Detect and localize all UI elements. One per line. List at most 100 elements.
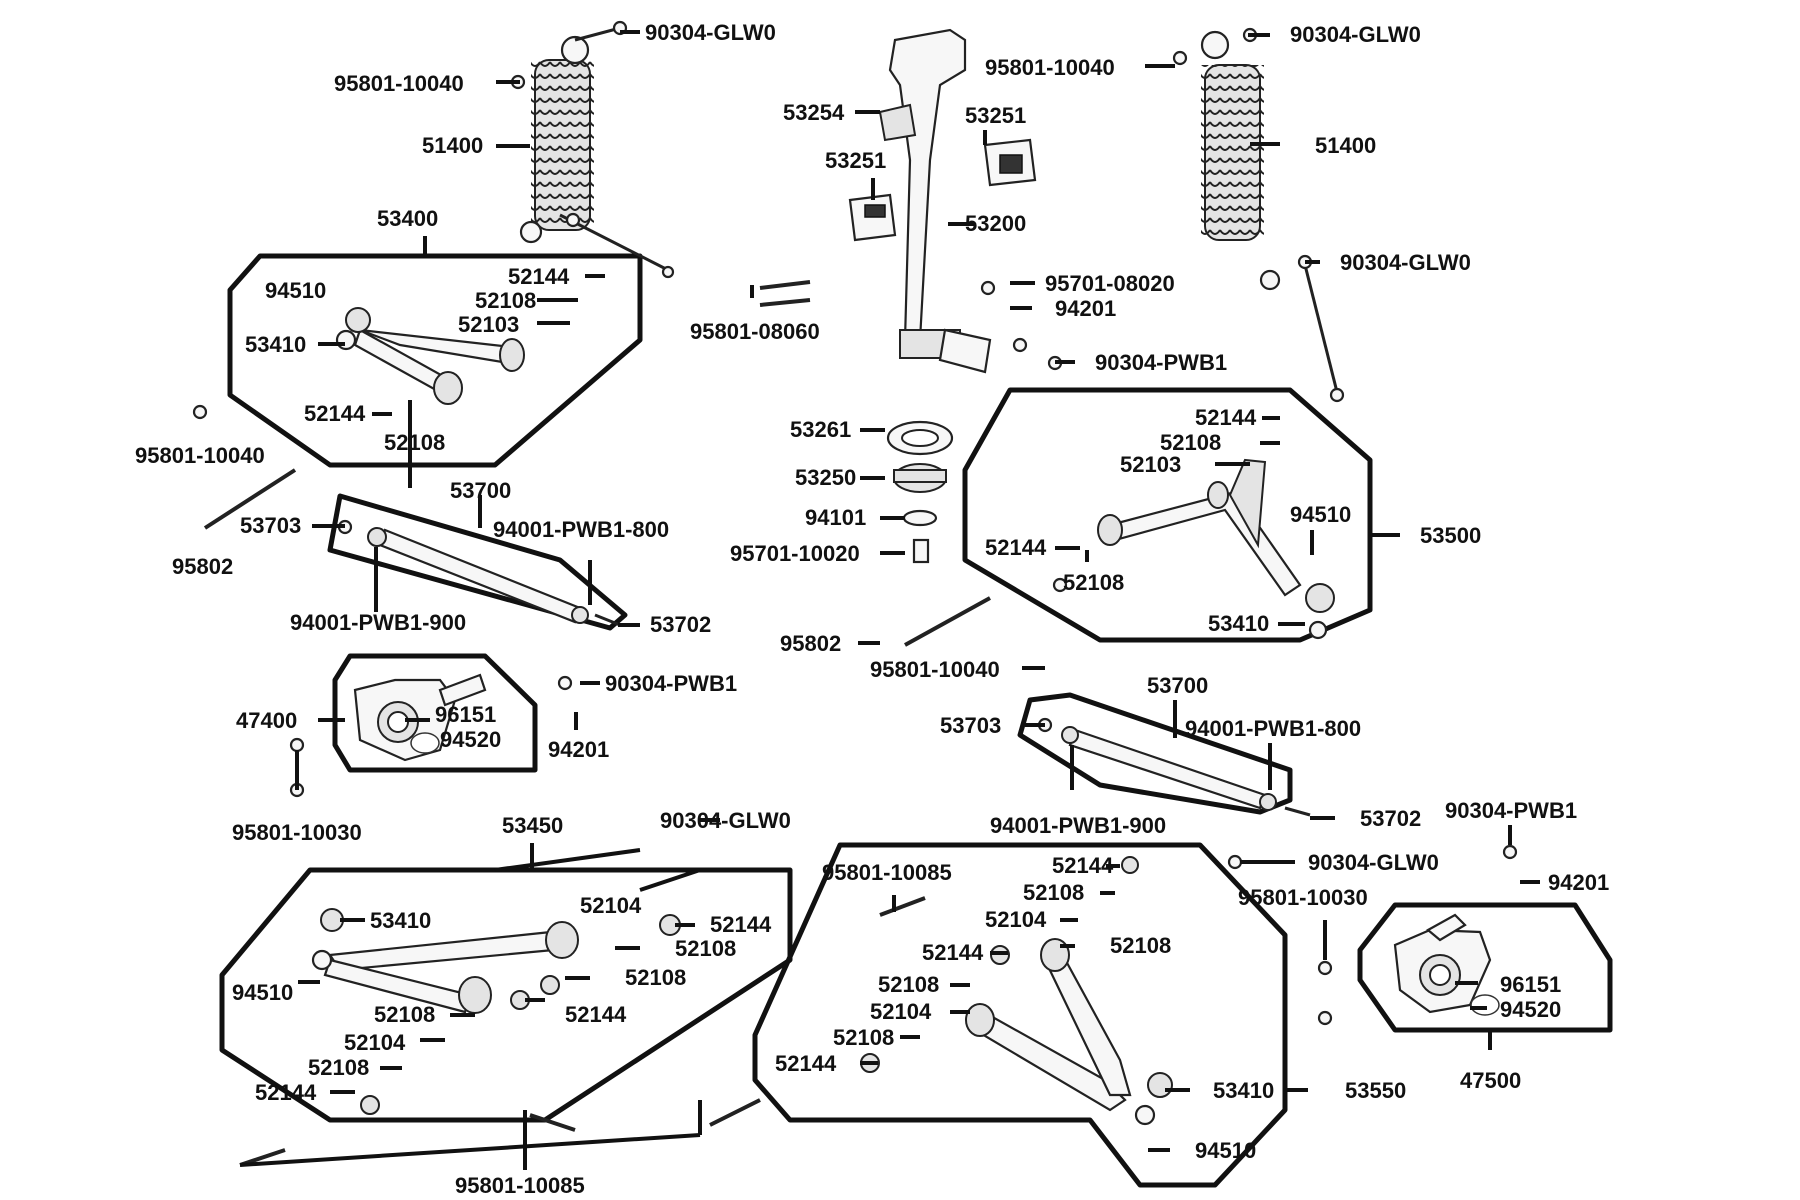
- label-90304-glw0: 90304-GLW0: [1340, 250, 1471, 275]
- label-52104: 52104: [580, 893, 642, 918]
- label-94001-pwb1-800: 94001-PWB1-800: [493, 517, 669, 542]
- label-94520: 94520: [440, 727, 501, 752]
- label-95802: 95802: [780, 631, 841, 656]
- label-53450: 53450: [502, 813, 563, 838]
- label-52108: 52108: [833, 1025, 894, 1050]
- label-52144: 52144: [565, 1002, 627, 1027]
- label-53254: 53254: [783, 100, 845, 125]
- group-outline-53450: [219, 867, 793, 1123]
- label-94510: 94510: [265, 278, 326, 303]
- part-labels: 90304-GLW0 95801-10040 51400 53400 94510…: [135, 20, 1609, 1198]
- label-95801-10085: 95801-10085: [455, 1173, 585, 1198]
- group-outline-53400: [227, 253, 643, 468]
- label-53410: 53410: [370, 908, 431, 933]
- label-53410: 53410: [1213, 1078, 1274, 1103]
- label-52108: 52108: [878, 972, 939, 997]
- label-90304-pwb1: 90304-PWB1: [1095, 350, 1227, 375]
- label-90304-glw0: 90304-GLW0: [660, 808, 791, 833]
- label-51400: 51400: [1315, 133, 1376, 158]
- label-52108: 52108: [1023, 880, 1084, 905]
- label-53410: 53410: [1208, 611, 1269, 636]
- label-52108: 52108: [384, 430, 445, 455]
- label-52108: 52108: [1110, 933, 1171, 958]
- label-90304-glw0: 90304-GLW0: [1290, 22, 1421, 47]
- label-90304-glw0: 90304-GLW0: [645, 20, 776, 45]
- label-47500: 47500: [1460, 1068, 1521, 1093]
- label-53500: 53500: [1420, 523, 1481, 548]
- label-53261: 53261: [790, 417, 851, 442]
- label-52144: 52144: [304, 401, 366, 426]
- label-52108: 52108: [1063, 570, 1124, 595]
- label-95801-10040: 95801-10040: [334, 71, 464, 96]
- label-52144: 52144: [1052, 853, 1114, 878]
- label-95801-10085: 95801-10085: [822, 860, 952, 885]
- label-95701-08020: 95701-08020: [1045, 271, 1175, 296]
- label-52108: 52108: [675, 936, 736, 961]
- label-96151: 96151: [435, 702, 496, 727]
- label-52103: 52103: [458, 312, 519, 337]
- label-94001-pwb1-900: 94001-PWB1-900: [290, 610, 466, 635]
- label-94201: 94201: [1548, 870, 1609, 895]
- label-52144: 52144: [508, 264, 570, 289]
- label-95801-10030: 95801-10030: [1238, 885, 1368, 910]
- label-53410: 53410: [245, 332, 306, 357]
- label-95802: 95802: [172, 554, 233, 579]
- label-52144: 52144: [255, 1080, 317, 1105]
- label-53400: 53400: [377, 206, 438, 231]
- label-90304-pwb1: 90304-PWB1: [1445, 798, 1577, 823]
- a-arm-upper-right: [1097, 458, 1335, 640]
- label-52108: 52108: [625, 965, 686, 990]
- label-94001-pwb1-800: 94001-PWB1-800: [1185, 716, 1361, 741]
- shock-absorber-left: [519, 20, 675, 279]
- label-52144: 52144: [922, 940, 984, 965]
- label-95801-10040: 95801-10040: [135, 443, 265, 468]
- label-95801-10040: 95801-10040: [870, 657, 1000, 682]
- label-53703: 53703: [940, 713, 1001, 738]
- label-52103: 52103: [1120, 452, 1181, 477]
- group-outline-53550: [752, 842, 1288, 1188]
- label-94101: 94101: [805, 505, 866, 530]
- label-94001-pwb1-900: 94001-PWB1-900: [990, 813, 1166, 838]
- label-52144: 52144: [985, 535, 1047, 560]
- group-outline-53500: [962, 387, 1373, 643]
- label-52104: 52104: [985, 907, 1047, 932]
- label-53700: 53700: [450, 478, 511, 503]
- label-53251: 53251: [825, 148, 886, 173]
- label-96151: 96151: [1500, 972, 1561, 997]
- label-52104: 52104: [870, 999, 932, 1024]
- label-52104: 52104: [344, 1030, 406, 1055]
- label-47400: 47400: [236, 708, 297, 733]
- label-52108: 52108: [475, 288, 536, 313]
- group-outline-47400: [332, 653, 538, 773]
- label-53702: 53702: [650, 612, 711, 637]
- label-51400: 51400: [422, 133, 483, 158]
- label-90304-glw0: 90304-GLW0: [1308, 850, 1439, 875]
- label-53550: 53550: [1345, 1078, 1406, 1103]
- label-52108: 52108: [374, 1002, 435, 1027]
- label-52108: 52108: [308, 1055, 369, 1080]
- label-52144: 52144: [775, 1051, 837, 1076]
- steering-bearing-parts: [886, 420, 954, 564]
- label-53700: 53700: [1147, 673, 1208, 698]
- label-95701-10020: 95701-10020: [730, 541, 860, 566]
- label-94520: 94520: [1500, 997, 1561, 1022]
- tie-rod-right: [1037, 717, 1311, 817]
- label-95801-08060: 95801-08060: [690, 319, 820, 344]
- label-53251: 53251: [965, 103, 1026, 128]
- label-52144: 52144: [1195, 405, 1257, 430]
- shock-absorber-right: [1200, 27, 1345, 403]
- label-94510: 94510: [1195, 1138, 1256, 1163]
- label-53702: 53702: [1360, 806, 1421, 831]
- label-95801-10030: 95801-10030: [232, 820, 362, 845]
- a-arm-lower-right: [860, 856, 1173, 1126]
- label-94201: 94201: [548, 737, 609, 762]
- leader-lines: [239, 30, 1540, 1170]
- label-95801-10040: 95801-10040: [985, 55, 1115, 80]
- label-94510: 94510: [232, 980, 293, 1005]
- label-52144: 52144: [710, 912, 772, 937]
- label-53250: 53250: [795, 465, 856, 490]
- label-52108: 52108: [1160, 430, 1221, 455]
- label-94201: 94201: [1055, 296, 1116, 321]
